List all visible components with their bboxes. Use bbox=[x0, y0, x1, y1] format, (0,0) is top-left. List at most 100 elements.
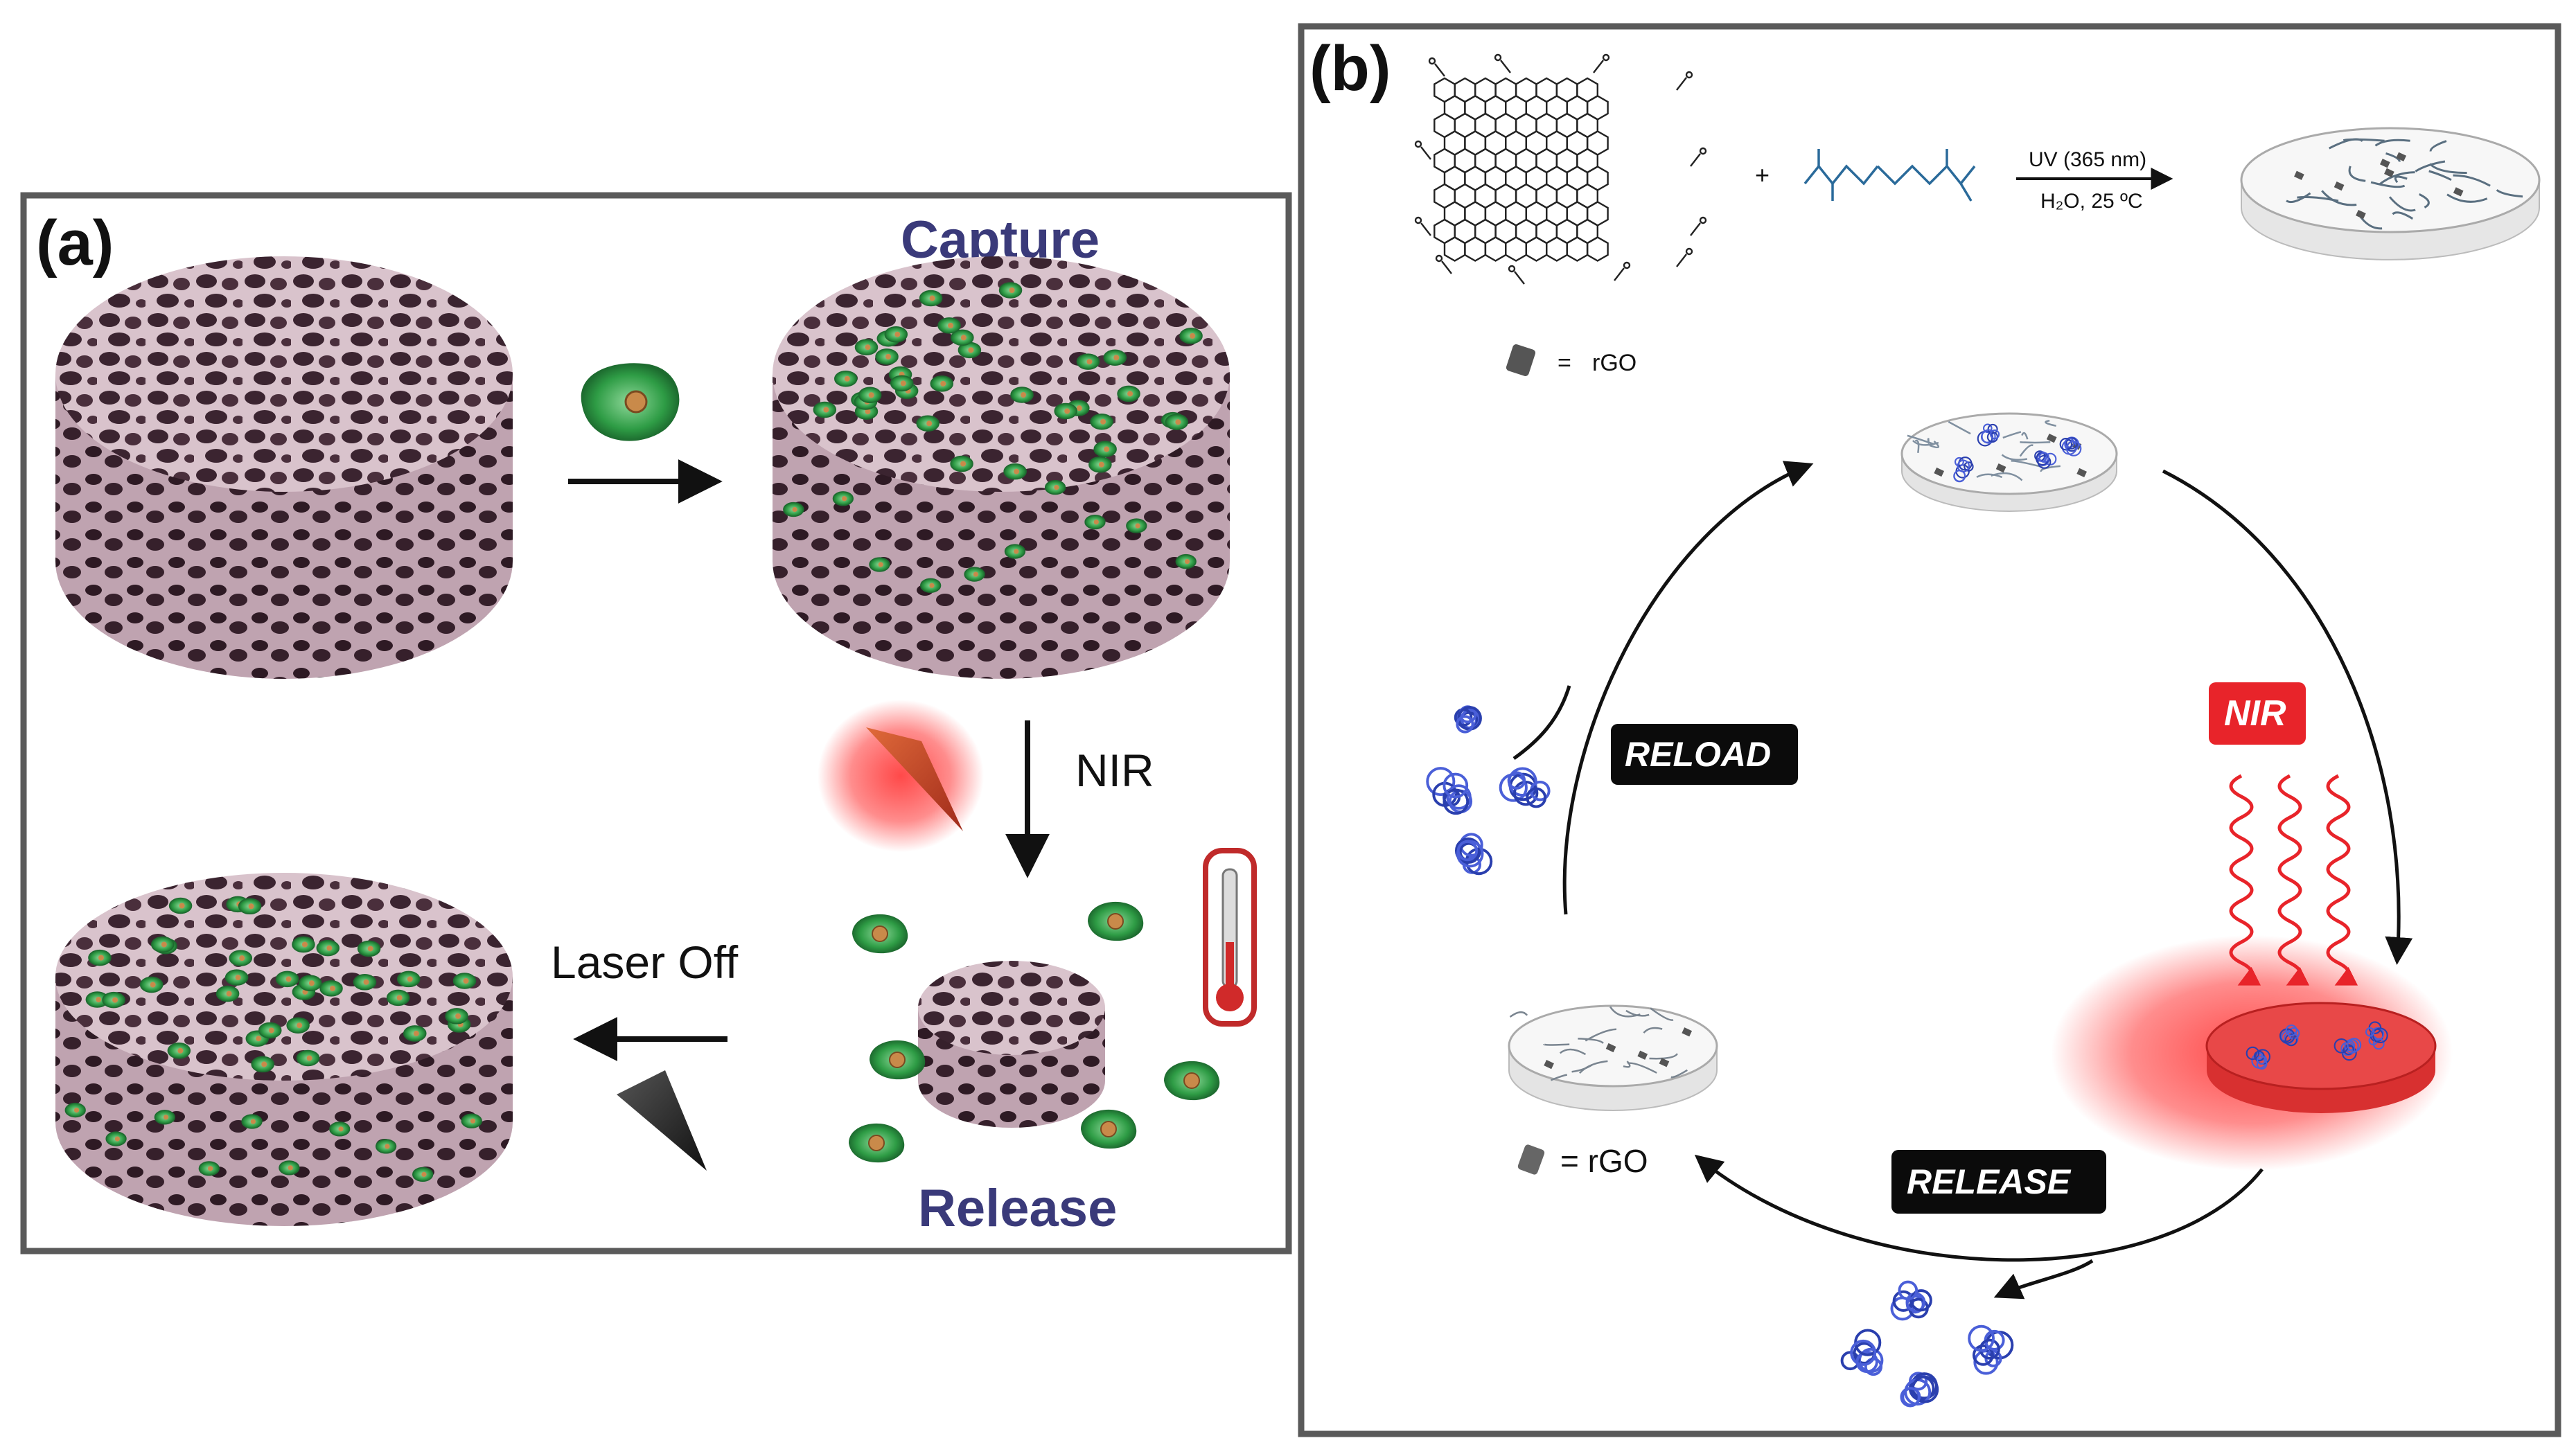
cell-icon bbox=[1103, 349, 1127, 366]
rgo-legend-bottom: = rGO bbox=[1517, 1143, 1648, 1179]
cell-icon bbox=[890, 375, 914, 392]
scaffold-release bbox=[918, 961, 1105, 1128]
disc-loaded bbox=[1900, 412, 2118, 512]
released-cells bbox=[849, 901, 1220, 1163]
protein-icon bbox=[1968, 1324, 2014, 1375]
cell-icon bbox=[813, 401, 837, 418]
cell-icon bbox=[1088, 456, 1112, 473]
proteins-released-arrow bbox=[1993, 1259, 2094, 1300]
proteins-released bbox=[1840, 1280, 2014, 1408]
panel-b-label: (b) bbox=[1309, 33, 1391, 104]
cell-icon bbox=[286, 1017, 310, 1034]
laser-off-cone-icon bbox=[617, 1070, 707, 1171]
cell-icon bbox=[329, 1121, 351, 1137]
cell-icon bbox=[238, 898, 262, 915]
monomer-structure bbox=[1803, 149, 1976, 202]
cell-icon bbox=[884, 326, 908, 343]
cell-icon bbox=[1175, 553, 1197, 569]
cell-icon bbox=[403, 1025, 427, 1042]
thermometer-icon bbox=[1203, 848, 1257, 1027]
nir-badge: NIR bbox=[2209, 682, 2306, 745]
cell-icon bbox=[251, 1056, 274, 1073]
cell-icon bbox=[920, 578, 942, 593]
cell-icon bbox=[397, 970, 421, 988]
cell-icon bbox=[229, 950, 253, 966]
cell-icon bbox=[258, 1022, 282, 1039]
cell-icon bbox=[168, 897, 193, 914]
plus-sign: + bbox=[1755, 161, 1770, 189]
cell-icon bbox=[870, 1040, 926, 1080]
protein-icon bbox=[2365, 1021, 2388, 1050]
solvent-condition: H₂O, 25 ºC bbox=[2040, 190, 2143, 213]
cell-icon bbox=[85, 991, 109, 1008]
cycle-arrow-reload bbox=[1562, 461, 1814, 915]
panel-a-label: (a) bbox=[36, 208, 114, 278]
cell-icon bbox=[386, 989, 410, 1007]
protein-icon bbox=[2334, 1038, 2362, 1061]
scaffold-captured bbox=[773, 256, 1230, 679]
protein-icon bbox=[1426, 767, 1473, 815]
cell-icon bbox=[833, 371, 858, 387]
protein-icon bbox=[1890, 1280, 1932, 1321]
cell-icon bbox=[296, 1049, 320, 1067]
protein-icon bbox=[2246, 1046, 2270, 1070]
proteins-reload-arrow bbox=[1512, 685, 1571, 761]
svg-text:RELOAD: RELOAD bbox=[1625, 735, 1771, 774]
protein-icon bbox=[1953, 456, 1974, 483]
cell-icon bbox=[299, 975, 322, 992]
cell-icon bbox=[154, 1110, 175, 1125]
cell-icon bbox=[357, 940, 381, 957]
cell-icon bbox=[241, 1114, 263, 1129]
reload-badge: RELOAD bbox=[1611, 724, 1798, 785]
scaffold-empty bbox=[55, 256, 513, 679]
laser-off-label: Laser Off bbox=[551, 937, 739, 988]
cell-icon bbox=[1088, 901, 1144, 941]
cell-icon bbox=[1081, 1109, 1137, 1149]
cell-icon bbox=[1010, 387, 1034, 403]
scaffold-recaptured bbox=[55, 873, 513, 1226]
cell-icon bbox=[875, 348, 899, 365]
cell-icon bbox=[852, 914, 908, 954]
protein-icon bbox=[1454, 705, 1482, 734]
cycle-arrow-heat bbox=[2162, 469, 2413, 965]
rgo-flake-icon bbox=[1517, 1144, 1545, 1175]
graphene-oxide-structure bbox=[1414, 53, 1707, 285]
cell-icon bbox=[964, 567, 985, 582]
nir-label-a: NIR bbox=[1075, 745, 1154, 796]
cell-icon bbox=[445, 1008, 468, 1025]
cell-icon bbox=[102, 991, 125, 1009]
cell-icon bbox=[832, 491, 854, 506]
protein-icon bbox=[2059, 436, 2082, 456]
svg-text:NIR: NIR bbox=[2224, 693, 2286, 734]
disc-heated bbox=[2051, 935, 2453, 1171]
cycle-arrow-release bbox=[1694, 1154, 2264, 1262]
cell-icon bbox=[319, 980, 343, 997]
cell-icon bbox=[279, 1160, 300, 1176]
release-title: Release bbox=[918, 1179, 1117, 1238]
cell-icon bbox=[1003, 463, 1027, 480]
cell-icon bbox=[375, 1139, 397, 1154]
cell-icon bbox=[1093, 441, 1117, 458]
cell-icon bbox=[1126, 518, 1147, 533]
cell-icon bbox=[167, 1043, 191, 1059]
cell-icon bbox=[951, 329, 974, 346]
cell-icon bbox=[105, 1131, 127, 1146]
release-badge: RELEASE bbox=[1891, 1150, 2106, 1214]
cell-icon bbox=[1004, 544, 1026, 559]
cell-icon bbox=[151, 936, 175, 953]
cell-icon bbox=[1117, 385, 1140, 402]
cell-icon bbox=[1076, 353, 1100, 370]
nir-waves bbox=[2229, 774, 2358, 986]
cell-icon bbox=[919, 290, 943, 307]
svg-text:rGO: rGO bbox=[1592, 350, 1637, 376]
uv-condition: UV (365 nm) bbox=[2029, 148, 2146, 171]
cell-icon bbox=[215, 985, 240, 1002]
cell-icon bbox=[88, 949, 112, 966]
cell-icon bbox=[1179, 328, 1203, 344]
cell-icon bbox=[1164, 1061, 1220, 1101]
rgo-legend-top: = rGO bbox=[1506, 344, 1637, 376]
protein-icon bbox=[1977, 423, 2000, 447]
svg-text:=: = bbox=[1558, 350, 1571, 376]
